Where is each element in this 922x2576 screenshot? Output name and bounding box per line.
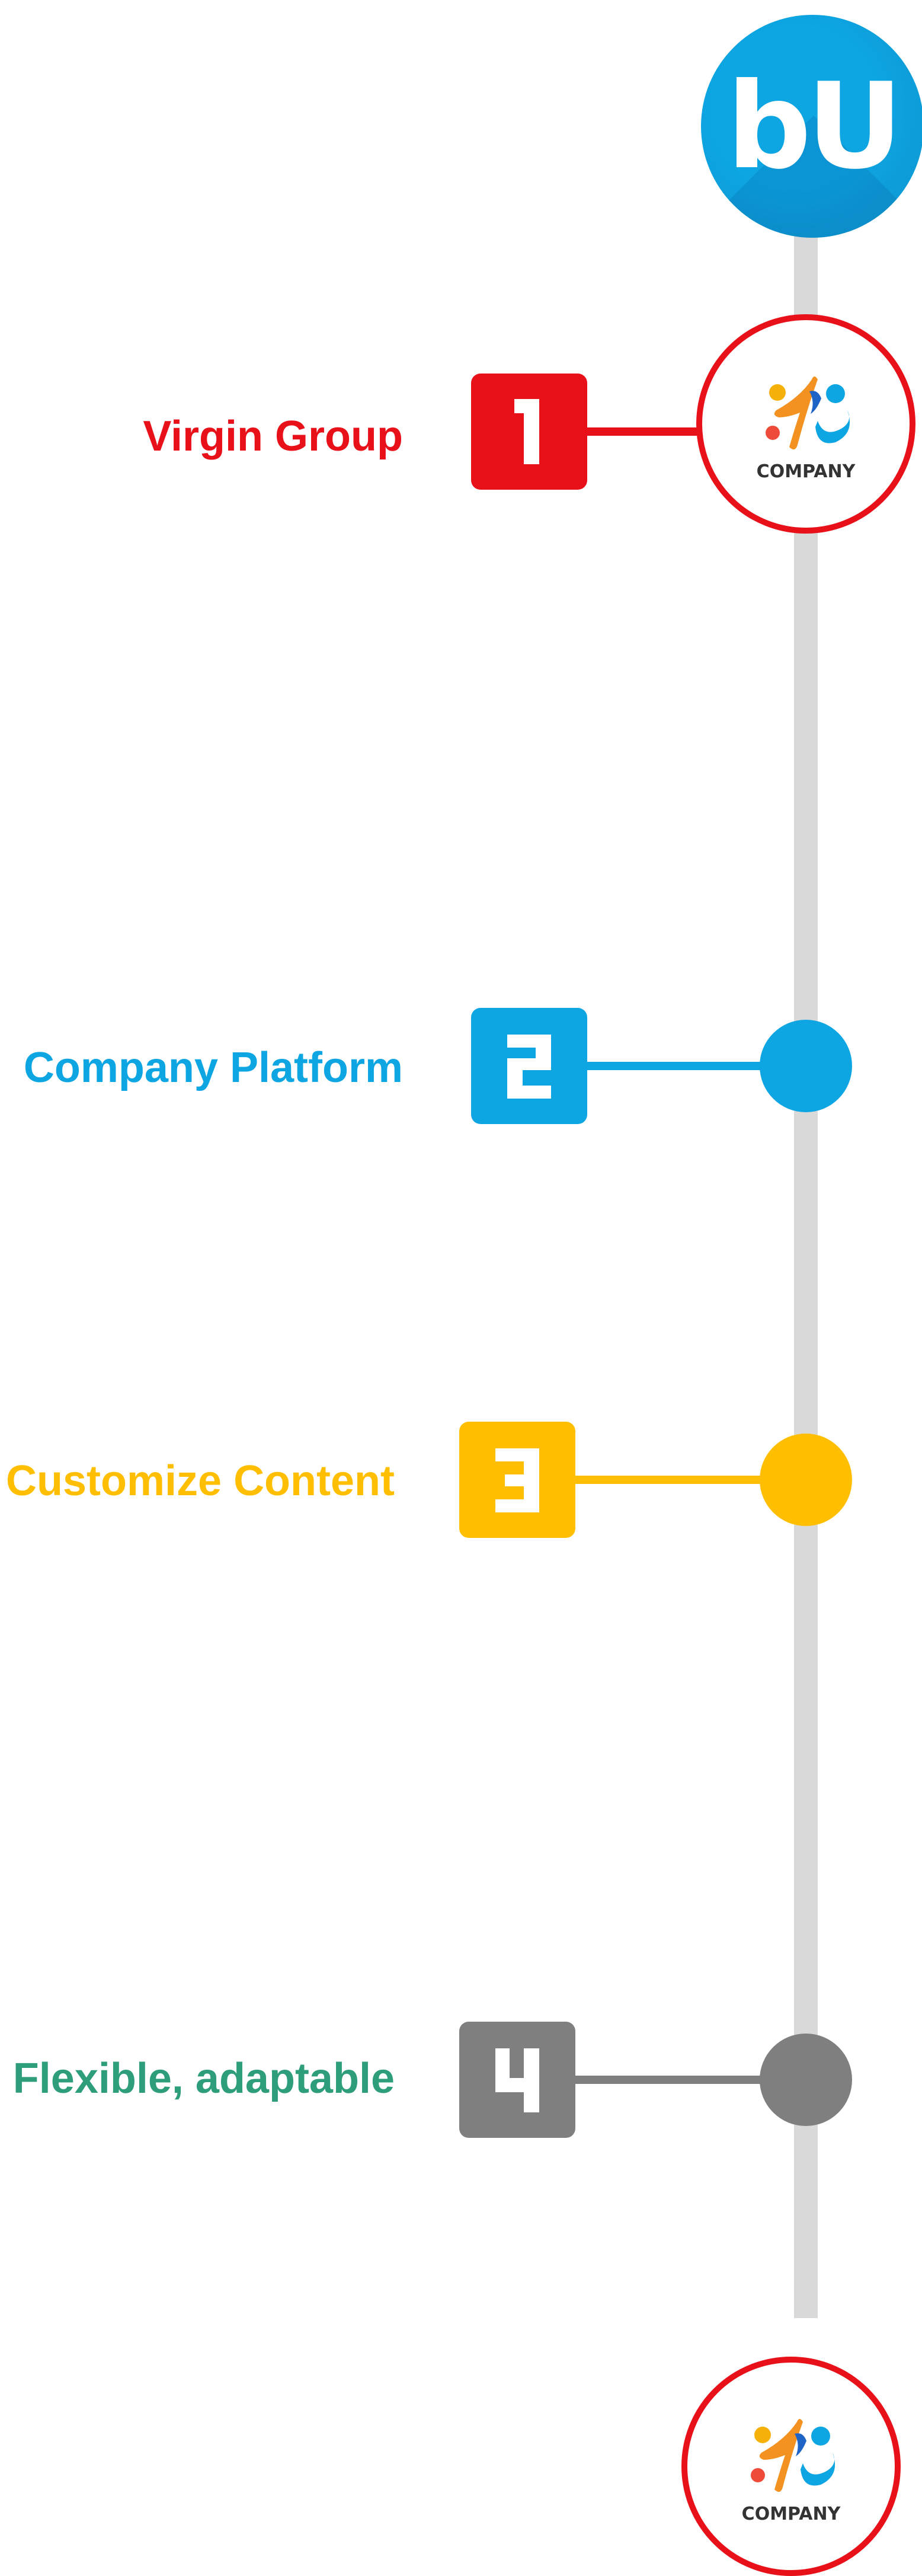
step-2-label: Company Platform xyxy=(23,1044,403,1091)
step-4-connector xyxy=(572,2076,761,2084)
step-1-connector xyxy=(584,427,702,436)
step-2-number-box xyxy=(471,1008,587,1124)
brand-badge: bU xyxy=(701,15,922,238)
step-4-number-box xyxy=(459,2022,575,2138)
company-logo-text: COMPANY xyxy=(742,2504,841,2524)
company-logo-text: COMPANY xyxy=(757,461,856,482)
number-3-icon xyxy=(495,1448,539,1512)
step-1-label: Virgin Group xyxy=(143,413,403,460)
step-3-connector xyxy=(572,1476,761,1484)
step-3-number-box xyxy=(459,1422,575,1538)
step-4-node xyxy=(760,2034,852,2126)
step-1-company-logo: COMPANY xyxy=(696,314,915,534)
number-2-icon xyxy=(507,1035,551,1099)
step-3-node xyxy=(760,1434,852,1526)
brand-mark: bU xyxy=(726,57,903,196)
step-3-label: Customize Content xyxy=(6,1457,395,1505)
number-1-icon xyxy=(514,399,539,464)
end-company-logo: COMPANY xyxy=(681,2357,901,2576)
step-4-label: Flexible, adaptable xyxy=(12,2055,395,2102)
timeline-spine xyxy=(794,196,818,2318)
company-logo-icon: COMPANY xyxy=(757,376,856,482)
number-4-icon xyxy=(495,2048,539,2112)
step-2-connector xyxy=(584,1062,761,1070)
step-1-number-box xyxy=(471,374,587,490)
company-logo-icon: COMPANY xyxy=(742,2419,841,2524)
step-2-node xyxy=(760,1020,852,1112)
